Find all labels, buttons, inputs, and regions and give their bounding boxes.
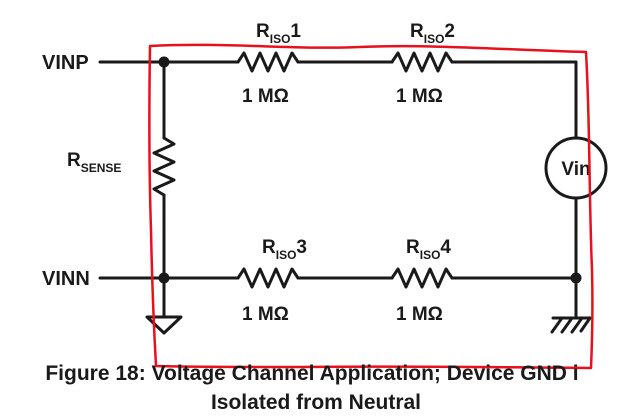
red-annotation-outline (148, 43, 594, 370)
r-iso1-value: 1 MΩ (242, 86, 289, 107)
junction-dot-bottom-right (570, 272, 582, 284)
resistor-sense-symbol (152, 136, 176, 197)
resistor-iso3-symbol (236, 267, 300, 289)
r-iso2-label: RISO2 (410, 21, 455, 46)
r-iso4-value: 1 MΩ (396, 304, 443, 325)
junction-dot-bottom-left (158, 272, 170, 284)
vin-label: Vin (561, 159, 590, 180)
vinn-label: VINN (42, 268, 90, 290)
figure-caption-line1: Figure 18: Voltage Channel Application; … (45, 362, 579, 385)
r-iso3-label: RISO3 (262, 237, 307, 262)
vinp-label: VINP (42, 52, 89, 74)
figure-caption-line2: Isolated from Neutral (210, 391, 422, 414)
r-iso2-value: 1 MΩ (396, 86, 443, 107)
resistor-iso1-symbol (236, 51, 300, 73)
r-iso4-label: RISO4 (406, 237, 451, 262)
device-ground-icon (145, 315, 183, 335)
r-iso3-value: 1 MΩ (242, 304, 289, 325)
resistor-iso2-symbol (390, 51, 454, 73)
junction-dot-top-left (158, 56, 170, 68)
earth-ground-icon (550, 316, 592, 334)
r-iso1-label: RISO1 (256, 21, 301, 46)
r-sense-label: RSENSE (67, 150, 121, 175)
resistor-iso4-symbol (390, 267, 454, 289)
